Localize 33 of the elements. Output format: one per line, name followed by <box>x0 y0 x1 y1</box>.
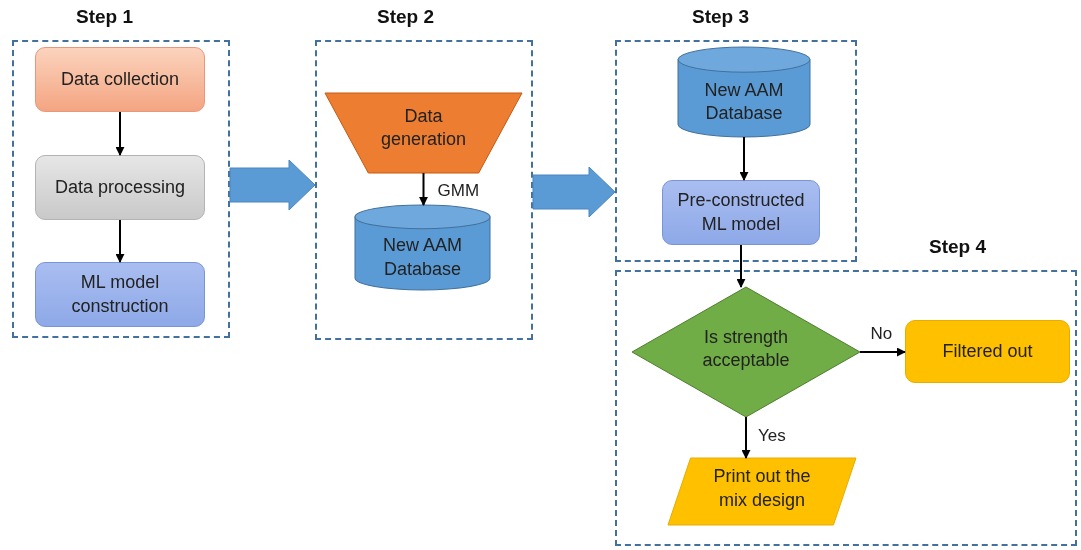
arrow <box>115 219 125 263</box>
arrow <box>736 244 746 288</box>
node-text: Data generation <box>379 104 468 151</box>
database-cylinder <box>678 47 810 137</box>
process-box <box>662 180 820 245</box>
node-text: Print out the mix design <box>712 465 812 512</box>
arrow <box>739 136 749 181</box>
step-heading: Step 4 <box>929 236 987 258</box>
step-heading: Step 2 <box>377 6 435 28</box>
node-text: Is strength acceptable <box>701 325 791 372</box>
step-heading: Step 3 <box>692 6 750 28</box>
database-cylinder <box>355 205 490 290</box>
trapezoid-shape <box>325 93 522 173</box>
arrow <box>859 347 906 357</box>
arrow <box>115 111 125 156</box>
step-heading: Step 1 <box>76 6 134 28</box>
process-box <box>35 47 205 112</box>
node-text: New AAM Database <box>703 78 785 125</box>
block-arrow <box>229 159 316 211</box>
terminal-box <box>905 320 1070 383</box>
node-text: ML model construction <box>70 271 170 318</box>
decision-diamond <box>632 287 860 417</box>
process-box <box>35 262 205 327</box>
node-text: Pre-constructed ML model <box>676 189 806 236</box>
block-arrow <box>532 166 616 218</box>
output-parallelogram <box>668 458 856 525</box>
node-text: New AAM Database <box>382 234 463 281</box>
arrow <box>419 172 428 206</box>
node-text: Data processing <box>54 175 186 199</box>
node-text: Data collection <box>60 67 180 91</box>
process-box <box>35 155 205 220</box>
arrow <box>741 416 751 459</box>
node-text: Filtered out <box>942 339 1033 363</box>
